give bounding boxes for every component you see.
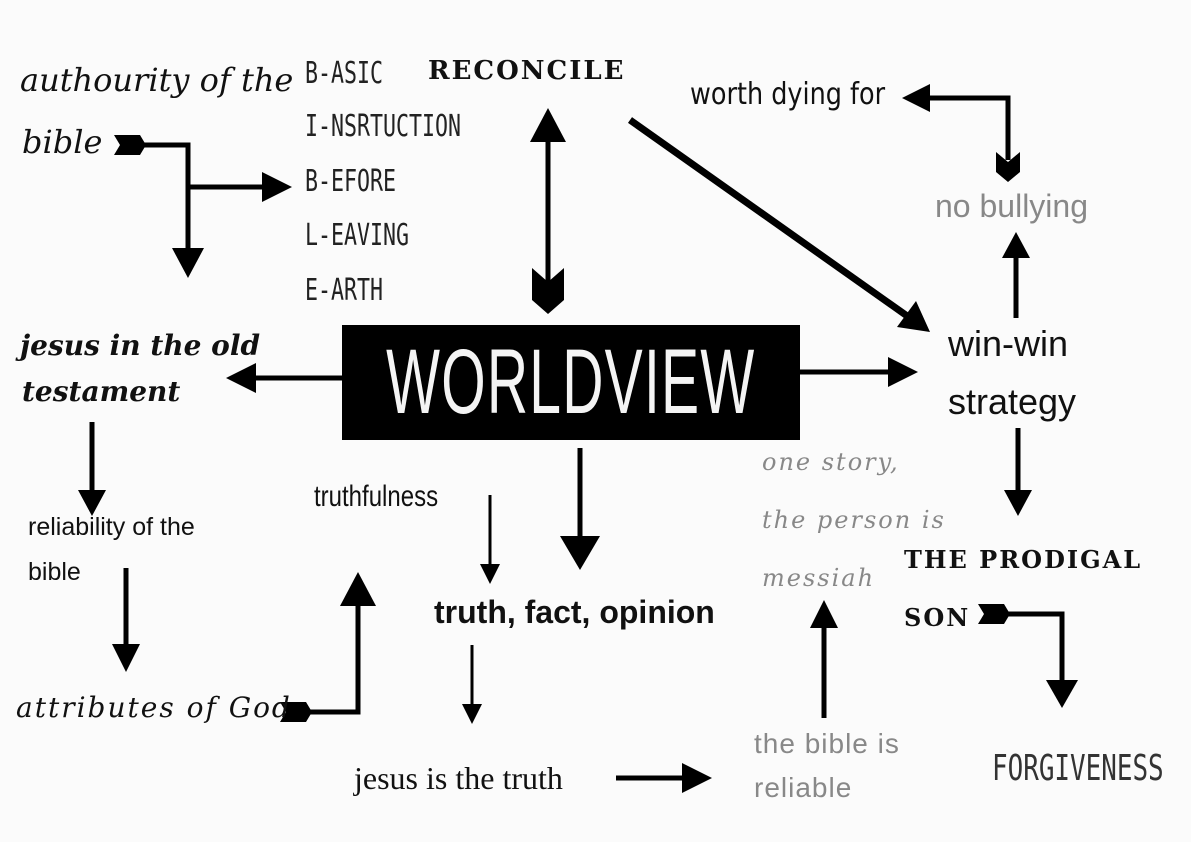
acronym-line-4: L-EAVING [305,218,410,253]
acronym-line-2: I-NSRTUCTION [305,109,462,144]
jesus-ot-label-line2: testament [22,375,181,408]
attributes-label: attributes of God [16,691,292,724]
arrow-nobullying-to-worth [922,95,1011,160]
worth-dying-label: worth dying for [690,77,886,112]
one-story-label-line3: messiah [762,564,876,592]
authority-label-line1: authourity of the [20,61,294,99]
acronym-line-3: B-EFORE [305,164,397,199]
arrow-reconcile-to-winwin [627,117,913,321]
winwin-label-line1: win-win [948,323,1069,364]
arrow-attributes-to-truthfulness [296,595,361,715]
jesus-ot-label-line1: jesus in the old [20,329,261,362]
prodigal-label-line2: SON [904,603,971,632]
forgiveness-label: FORGIVENESS [992,748,1164,789]
one-story-label-line2: the person is [762,506,946,534]
reliability-label-line1: reliability of the [28,513,195,541]
worldview-title: WORLDVIEW [386,331,756,433]
arrow-prodigal-to-forgiveness [1000,611,1065,690]
winwin-label-line2: strategy [948,381,1077,422]
prodigal-label-line1: THE PRODIGAL [904,545,1143,574]
reliability-label-line2: bible [28,558,81,586]
jesus-truth-label: jesus is the truth [354,760,563,796]
worldview-box: WORLDVIEW [342,325,800,440]
truthfulness-label: truthfulness [314,480,439,513]
one-story-label-line1: one story, [762,448,900,476]
acronym-line-1: B-ASIC [305,56,384,91]
reconcile-label: RECONCILE [428,56,626,86]
no-bullying-label: no bullying [935,188,1088,224]
acronym-line-5: E-ARTH [305,273,384,308]
bible-reliable-label-line1: the bible is [754,728,900,759]
bible-reliable-label-line2: reliable [754,772,853,803]
authority-label-line2: bible [22,123,103,161]
arrow-authority-elbow [140,142,191,260]
truth-fact-label: truth, fact, opinion [434,594,715,630]
